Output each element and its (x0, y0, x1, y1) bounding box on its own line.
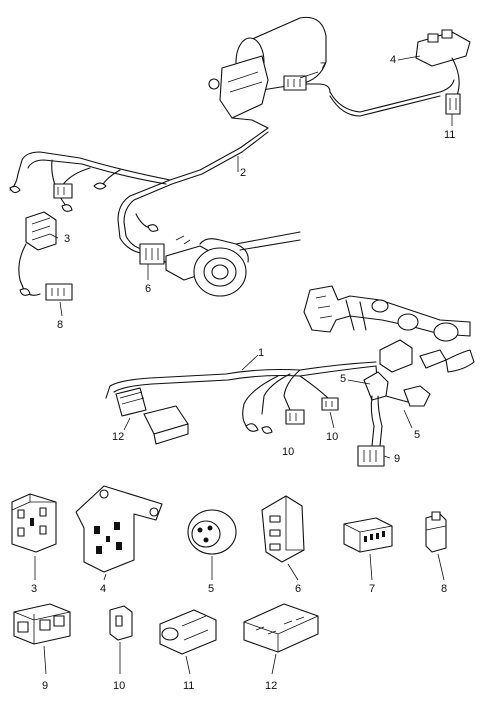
part-label-6: 6 (295, 583, 301, 595)
callout-10-left: 10 (282, 446, 294, 458)
connectors-10-mid (245, 397, 339, 434)
part-label-12: 12 (265, 680, 277, 692)
connector-7-top (283, 75, 331, 93)
part-10-connector (109, 605, 133, 641)
multi-switch-5 (363, 339, 475, 407)
callout-11: 11 (444, 129, 455, 141)
connector-12-mid (115, 387, 189, 445)
part-7-flat-connector (343, 517, 393, 553)
callout-7: 7 (320, 61, 326, 73)
part-5-round-connector (187, 509, 237, 555)
part-9-connector (13, 603, 71, 645)
callout-5-upper: 5 (340, 373, 346, 385)
callout-12: 12 (112, 431, 124, 443)
steering-column-shaft (303, 285, 471, 342)
part-label-7: 7 (369, 583, 375, 595)
callout-9: 9 (394, 453, 400, 465)
callout-labels: 1 2 3 4 5 5 6 7 8 9 10 10 11 12 (57, 54, 455, 465)
small-connectors-top (9, 182, 159, 232)
connector-9-mid (357, 445, 385, 467)
part-12-connector (243, 603, 319, 653)
callout-2: 2 (240, 167, 246, 179)
relay-3-harness (18, 211, 73, 301)
part-labels: 3 4 5 6 7 8 9 10 11 12 (31, 583, 447, 692)
part-label-9: 9 (42, 680, 48, 692)
harness-2 (9, 79, 455, 269)
leader-lines (34, 55, 453, 675)
part-label-4: 4 (100, 583, 106, 595)
part-label-10: 10 (113, 680, 125, 692)
part-6-connector-housing (261, 495, 305, 563)
part-3-relay-socket (11, 493, 57, 553)
part-label-5: 5 (208, 583, 214, 595)
relay-4-top (415, 29, 471, 115)
callout-5-lower: 5 (414, 429, 420, 441)
wiper-motor (208, 16, 327, 129)
harness-1 (105, 361, 409, 447)
ignition-switch (139, 231, 301, 297)
callout-1: 1 (258, 347, 264, 359)
part-8-connector (425, 511, 447, 553)
callout-4: 4 (390, 54, 396, 66)
part-4-relay-bracket (75, 485, 163, 573)
callout-6: 6 (145, 283, 151, 295)
callout-10-right: 10 (326, 431, 338, 443)
part-11-connector (159, 609, 217, 655)
callout-8: 8 (57, 319, 63, 331)
part-label-3: 3 (31, 583, 37, 595)
callout-3: 3 (64, 233, 70, 245)
part-label-11: 11 (183, 680, 194, 692)
part-label-8: 8 (441, 583, 447, 595)
